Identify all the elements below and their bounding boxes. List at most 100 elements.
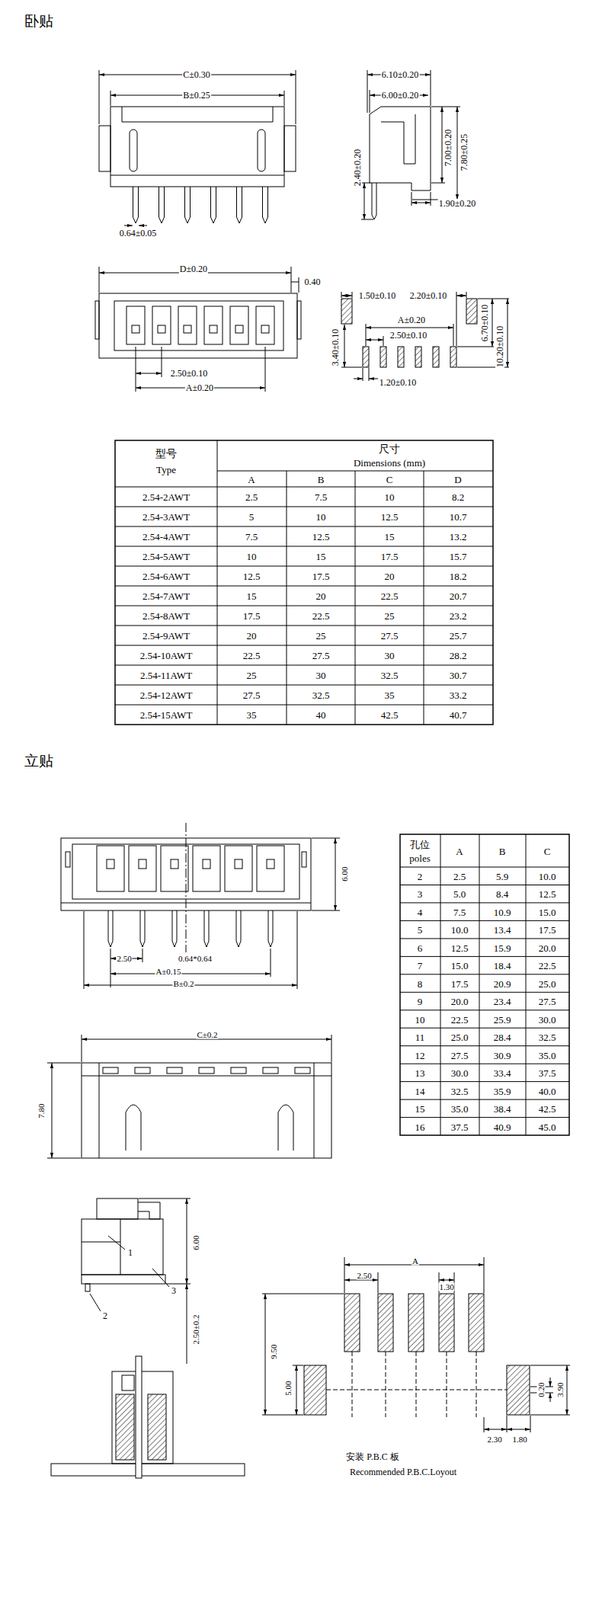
drawing-line [235, 325, 244, 334]
drawing-line [438, 1280, 455, 1281]
table-cell: 10 [414, 1014, 426, 1025]
drawing-line [115, 440, 494, 725]
table-cell: 40 [315, 710, 327, 721]
table-cell: 30 [384, 650, 396, 661]
drawing-line [284, 90, 285, 106]
dimension-label: 7.80 [37, 1102, 46, 1119]
drawing-line [83, 911, 85, 990]
table-cell: 10 [315, 512, 327, 522]
drawing-line [440, 834, 442, 1136]
table-cell: 37.5 [537, 1068, 558, 1079]
drawing-line [476, 1351, 478, 1418]
drawing-line [112, 1371, 173, 1464]
table-cell: 5.9 [495, 871, 510, 882]
table-cell: 35 [384, 690, 396, 701]
table-cell: 25.7 [448, 630, 468, 641]
drawing-line [341, 291, 343, 298]
drawing-line [466, 298, 478, 324]
drawing-line [204, 910, 209, 948]
drawing-line [262, 186, 269, 224]
drawing-line [441, 106, 443, 183]
front-view [99, 70, 296, 226]
table-cell: 3 [416, 889, 424, 900]
table-header: C [543, 846, 552, 857]
drawing-line [296, 1365, 298, 1416]
drawing-line [468, 1293, 484, 1352]
drawing-line [121, 106, 273, 122]
table-cell: 2.54-2AWT [141, 492, 191, 503]
table-cell: 15 [384, 531, 396, 542]
table-cell: 11 [414, 1032, 426, 1043]
table-cell: 7.5 [452, 906, 467, 917]
table-cell: 23.4 [493, 996, 513, 1007]
drawing-line [85, 1284, 90, 1292]
drawing-line [51, 1463, 245, 1477]
table-cell: 13.2 [448, 531, 468, 542]
drawing-line [99, 125, 111, 172]
table-cell: 9 [416, 996, 424, 1007]
table-cell: 2.54-4AWT [141, 531, 191, 542]
table-cell: 27.5 [380, 630, 400, 641]
table-cell: 17.5 [311, 571, 331, 582]
dimension-label: 10.20±0.10 [495, 325, 505, 369]
table-cell: 4 [416, 906, 424, 917]
drawing-line [326, 1389, 507, 1391]
drawing-line [352, 1351, 353, 1418]
front-view [60, 822, 340, 990]
drawing-line [99, 1063, 100, 1159]
table-cell: 32.5 [380, 670, 400, 681]
dimension-label: 6.00±0.20 [381, 90, 420, 100]
drawing-line [211, 186, 217, 224]
drawing-line [115, 566, 494, 567]
table-cell: 16 [414, 1121, 426, 1132]
drawing-line [134, 1067, 151, 1074]
drawing-line [361, 182, 371, 184]
drawing-line [506, 1415, 508, 1433]
drawing-line [108, 1236, 125, 1250]
drawing-line [344, 324, 346, 368]
table-header: poles [408, 853, 431, 864]
table-cell: 25 [246, 670, 258, 681]
drawing-line [51, 1063, 53, 1159]
drawing-line [400, 973, 570, 975]
drawing-line [265, 1293, 266, 1416]
table-cell: 12.5 [311, 531, 331, 542]
table-cell: 15.9 [493, 942, 513, 953]
drawing-line [266, 859, 275, 869]
drawing-line [355, 470, 356, 725]
drawing-line [106, 859, 115, 869]
drawing-line [431, 182, 446, 184]
drawing-line [380, 346, 387, 368]
drawing-line [400, 867, 570, 868]
drawing-line [95, 301, 100, 340]
table-cell: 30.9 [493, 1050, 513, 1060]
drawing-line [530, 1365, 570, 1367]
table-cell: 32.5 [537, 1032, 558, 1043]
drawing-line [47, 1063, 81, 1064]
note-text: Recommended P.B.C.Loyout [349, 1467, 458, 1477]
table-cell: 8 [416, 978, 424, 989]
drawing-line [483, 1257, 485, 1294]
drawing-line [430, 70, 432, 106]
poles-table [400, 834, 570, 1136]
table-cell: 20.7 [448, 591, 468, 602]
dimension-label: A±0.15 [154, 967, 182, 977]
drawing-line [81, 1075, 332, 1077]
table-cell: 2.54-15AWT [139, 710, 194, 721]
dimension-label: 9.50 [269, 1343, 279, 1360]
drawing-line [411, 202, 431, 204]
drawing-line [115, 1394, 135, 1461]
drawing-line [135, 1356, 142, 1479]
table-cell: 32.5 [450, 1085, 470, 1096]
dimension-label: 3.40±0.10 [330, 328, 340, 368]
table-cell: 20 [246, 630, 258, 641]
table-cell: 32.5 [311, 690, 331, 701]
drawing-line [456, 295, 467, 297]
dimension-label: C±0.2 [195, 1031, 218, 1040]
callout-number: 1 [127, 1248, 134, 1258]
drawing-line [115, 526, 494, 528]
drawing-line [400, 902, 570, 903]
table-cell: 5 [248, 512, 256, 522]
dimension-label: 6.00 [192, 1234, 201, 1251]
drawing-line [383, 336, 385, 346]
